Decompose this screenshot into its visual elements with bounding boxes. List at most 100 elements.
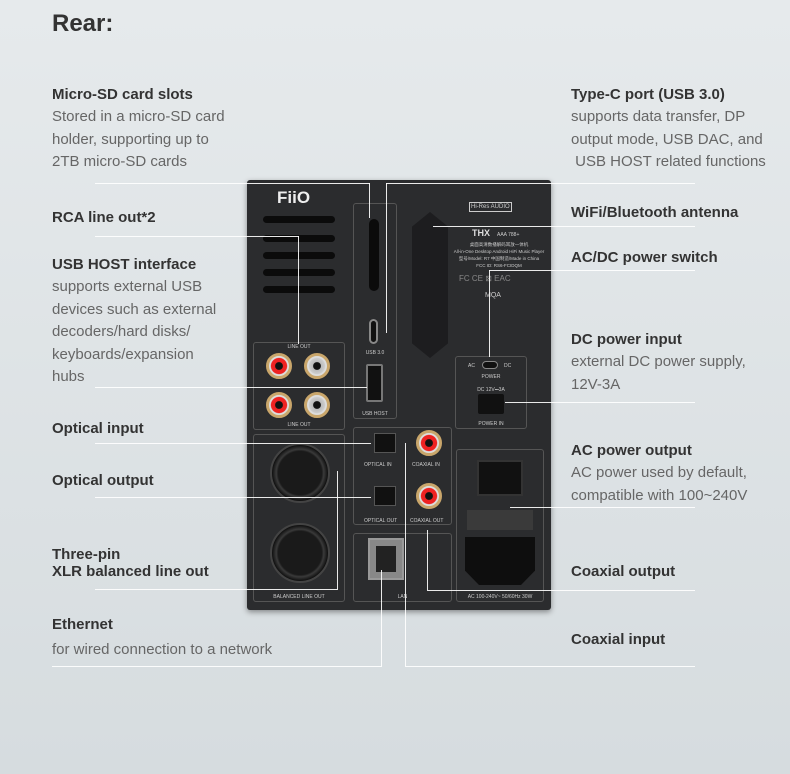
callout-label: Ethernet — [52, 616, 113, 633]
page-title: Rear: — [52, 10, 114, 37]
info-text: 桌面高清数播解码耳放一体机 — [469, 242, 529, 247]
callout-desc: USB HOST related functions — [571, 153, 766, 170]
lan-label: LAN — [397, 594, 408, 600]
callout-desc: hubs — [52, 368, 85, 385]
callout-optical-input: Optical input — [52, 420, 144, 437]
leader-line — [505, 402, 695, 403]
callout-micro-sd: Micro-SD card slots Stored in a micro-SD… — [52, 84, 225, 174]
micro-sd-slot[interactable] — [369, 219, 379, 291]
ac-dc-switch[interactable] — [482, 361, 498, 369]
callout-desc: holder, supporting up to — [52, 130, 209, 148]
digital-io-group: OPTICAL IN COAXIAL IN OPTICAL OUT COAXIA… — [353, 427, 452, 525]
leader-line — [381, 570, 382, 666]
dc-jack[interactable] — [478, 394, 504, 414]
coaxial-in-port[interactable] — [416, 430, 442, 456]
leader-line — [405, 666, 695, 667]
leader-line — [95, 183, 370, 184]
leader-line — [337, 471, 338, 589]
coaxial-out-port[interactable] — [416, 483, 442, 509]
callout-desc: decoders/hard disks/ — [52, 323, 191, 340]
mqa-logo: MQA — [485, 292, 501, 299]
thx-logo: THX — [472, 228, 490, 238]
device-rear-panel: FiiO LINE OUT LINE OUT USB 3.0 USB HOST … — [247, 180, 551, 610]
callout-desc: output mode, USB DAC, and — [571, 130, 763, 148]
ethernet-port[interactable] — [368, 538, 404, 580]
leader-line — [489, 270, 490, 357]
iec-ac-socket[interactable] — [465, 537, 535, 585]
callout-desc: supports data transfer, DP — [571, 108, 746, 125]
vent-slot — [263, 216, 335, 223]
callout-label: Type-C port (USB 3.0) — [571, 86, 725, 103]
leader-line — [95, 387, 367, 388]
leader-line — [433, 226, 695, 227]
callout-optical-output: Optical output — [52, 472, 154, 489]
callout-label: Three-pin — [52, 546, 121, 563]
rca-line-out-l[interactable] — [304, 353, 330, 379]
callout-coaxial-input: Coaxial input — [571, 631, 666, 648]
callout-rca: RCA line out*2 — [52, 209, 156, 226]
leader-line — [298, 236, 299, 344]
dc-label: DC — [504, 363, 512, 369]
callout-label: Micro-SD card slots — [52, 86, 193, 103]
rca-line-out-r[interactable] — [266, 392, 292, 418]
callout-desc: 12V-3A — [571, 375, 621, 393]
callout-power-switch: AC/DC power switch — [571, 249, 718, 266]
vent-slot — [263, 286, 335, 293]
balanced-label: BALANCED LINE OUT — [273, 594, 325, 600]
hires-badge: Hi-Res AUDIO — [469, 202, 512, 212]
callout-xlr: Three-pin XLR balanced line out — [52, 546, 209, 580]
callout-usb-host: USB HOST interface supports external USB… — [52, 254, 216, 389]
usb-host-label: USB HOST — [362, 411, 388, 417]
optical-in-port[interactable] — [374, 433, 396, 453]
ac-label: AC — [468, 363, 475, 369]
leader-line — [52, 666, 382, 667]
info-text: All-in-One Desktop Android HiFi Music Pl… — [453, 249, 545, 254]
leader-line — [95, 497, 371, 498]
callout-ethernet: Ethernet for wired connection to a netwo… — [52, 614, 272, 662]
callout-coaxial-output: Coaxial output — [571, 563, 676, 580]
ac-group: AC 100-240V~ 50/60Hz 30W — [456, 449, 544, 602]
xlr-r[interactable] — [270, 443, 330, 503]
callout-desc: devices such as external — [52, 300, 217, 318]
leader-line — [427, 590, 695, 591]
xlr-l[interactable] — [270, 523, 330, 583]
leader-line — [95, 589, 338, 590]
ac-spec: AC 100-240V~ 50/60Hz 30W — [467, 594, 533, 600]
thx-model: AAA 788+ — [497, 232, 520, 238]
usb-c-port[interactable] — [369, 319, 378, 344]
coaxial-out-label: COAXIAL OUT — [410, 518, 444, 524]
usb30-label: USB 3.0 — [365, 350, 385, 356]
callout-desc: 2TB micro-SD cards — [52, 153, 188, 170]
ac-rocker-switch[interactable] — [477, 460, 523, 496]
callout-label: AC power output — [571, 442, 692, 459]
callout-label: DC power input — [571, 331, 682, 348]
callout-desc: AC power used by default, — [571, 464, 747, 481]
lan-group: LAN — [353, 533, 452, 602]
leader-line — [95, 443, 371, 444]
power-in-label: POWER IN — [478, 421, 504, 427]
fiio-logo: FiiO — [277, 188, 311, 207]
usb-a-port[interactable] — [366, 364, 383, 402]
leader-line — [386, 183, 387, 333]
cert-logos: FC CE ⊠ EAC — [459, 274, 511, 283]
callout-desc: compatible with 100~240V — [571, 486, 748, 504]
leader-line — [405, 443, 406, 666]
usb-column: USB 3.0 USB HOST — [353, 203, 397, 419]
coaxial-in-label: COAXIAL IN — [412, 462, 440, 468]
callout-dc-input: DC power input external DC power supply,… — [571, 329, 746, 396]
optical-out-port[interactable] — [374, 486, 396, 506]
rca-line-out-l[interactable] — [304, 392, 330, 418]
dc-spec: DC 12V⎓3A — [477, 387, 505, 393]
callout-label: XLR balanced line out — [52, 563, 209, 580]
antenna — [412, 212, 448, 358]
leader-line — [95, 236, 299, 237]
callout-desc: supports external USB — [52, 278, 203, 295]
ac-outlet-label — [467, 510, 533, 530]
callout-antenna: WiFi/Bluetooth antenna — [571, 204, 739, 221]
leader-line — [369, 183, 370, 218]
leader-line — [489, 270, 695, 271]
callout-label: USB HOST interface — [52, 256, 197, 273]
info-text: FCC ID: RS6-FCIDQM — [476, 263, 522, 268]
callout-ac-output: AC power output AC power used by default… — [571, 440, 747, 507]
rca-line-out-r[interactable] — [266, 353, 292, 379]
